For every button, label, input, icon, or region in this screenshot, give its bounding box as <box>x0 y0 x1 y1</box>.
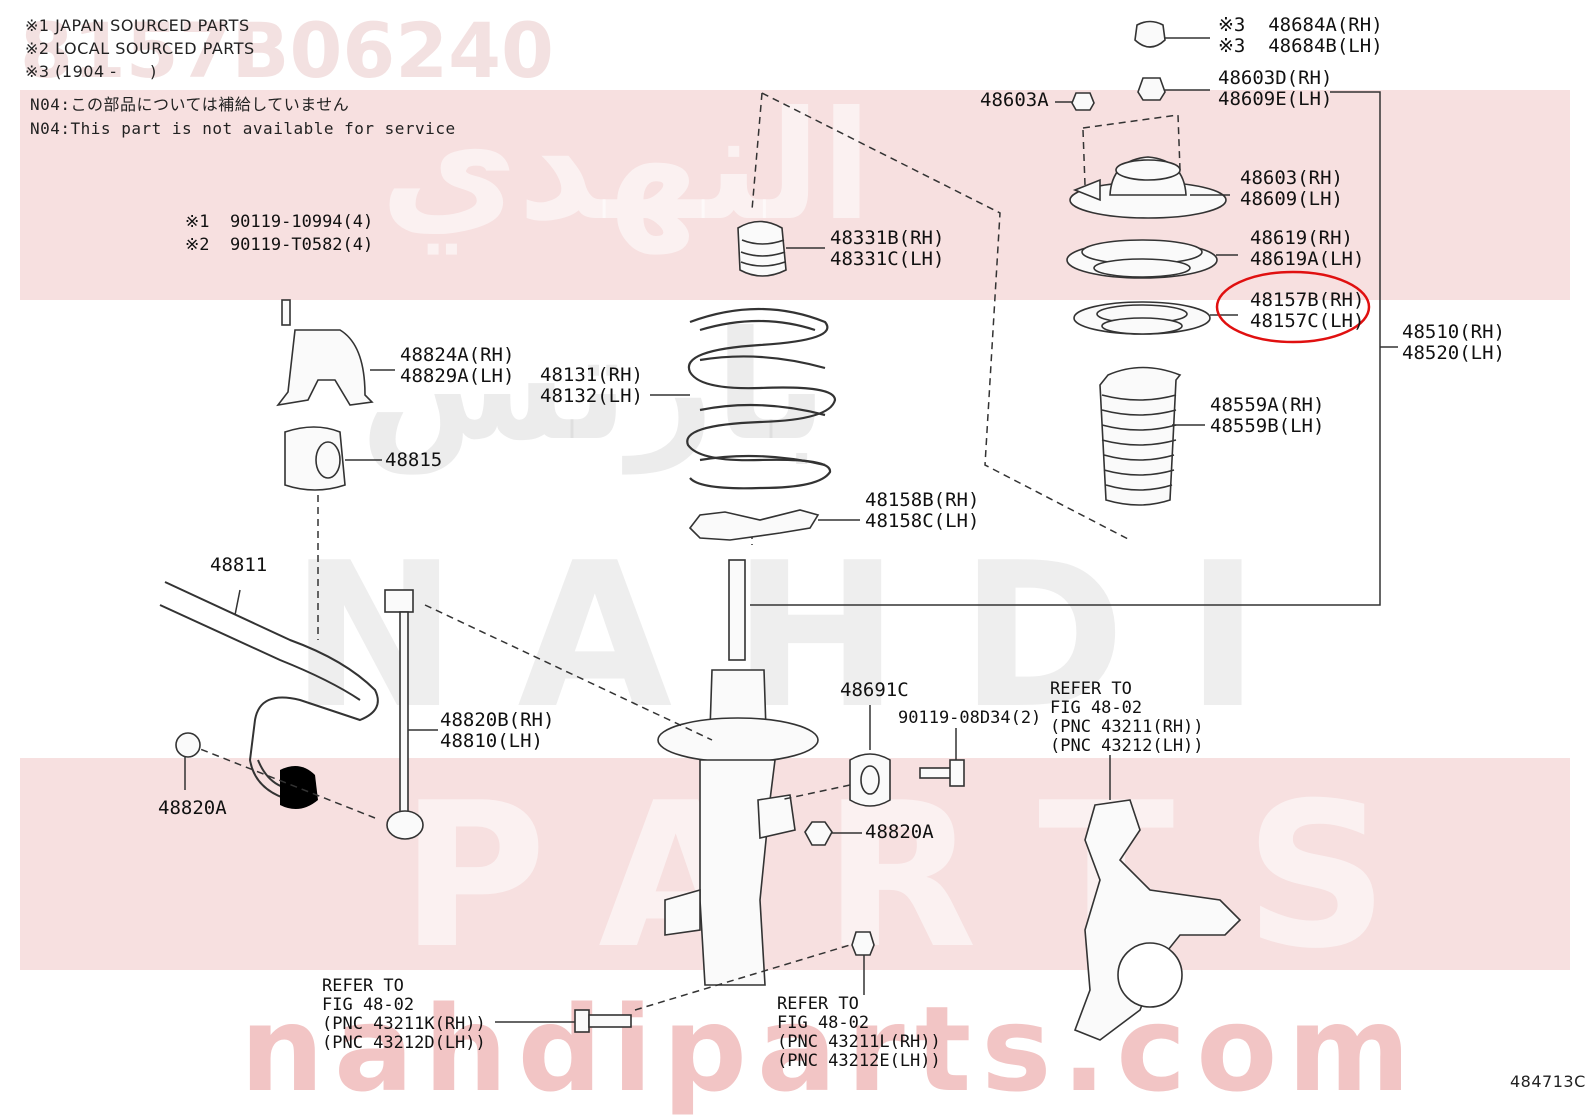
note-not-available-en: N04:This part is not available for servi… <box>30 119 456 138</box>
label-stabilizer-link[interactable]: 48820B(RH) 48810(LH) <box>440 709 555 752</box>
watermark-band-bottom <box>20 758 1570 970</box>
label-refer-nut[interactable]: REFER TO FIG 48-02 (PNC 43211L(RH)) (PNC… <box>777 994 941 1071</box>
dynamic-damper-shape <box>779 705 891 807</box>
highlight-ring <box>1215 270 1371 344</box>
label-bump-stop[interactable]: 48331B(RH) 48331C(LH) <box>830 227 945 270</box>
upper-mount-shape <box>1069 156 1230 219</box>
stabilizer-bracket-shape <box>276 299 395 407</box>
watermark-website: nahdiparts.com <box>240 980 1421 1118</box>
dust-cap-shape <box>1134 20 1210 48</box>
nut-mid-shape <box>804 821 862 846</box>
legend-japan-sourced: ※1 JAPAN SOURCED PARTS <box>25 16 250 35</box>
coil-spring-shape <box>650 307 837 490</box>
watermark-brand-name: NAHDI <box>290 520 1320 753</box>
spring-insulator-shape <box>1073 301 1238 335</box>
label-mount-nut[interactable]: 48603A <box>980 89 1049 111</box>
lower-bolt-shape <box>495 944 851 1033</box>
steering-knuckle-shape <box>1073 755 1242 1041</box>
legend-date-range: ※3 (1904 - ) <box>25 62 157 81</box>
upper-spring-seat-shape <box>1066 239 1238 279</box>
label-bolt-local[interactable]: ※2 90119-T0582(4) <box>185 235 374 255</box>
lower-nut-shape <box>851 931 875 995</box>
label-stabilizer-bar[interactable]: 48811 <box>210 554 268 576</box>
lower-spring-seat-shape <box>688 509 860 541</box>
label-damper-bolt[interactable]: 90119-08D34(2) <box>898 708 1042 728</box>
stabilizer-link-shape <box>189 589 713 840</box>
label-dust-boot[interactable]: 48559A(RH) 48559B(LH) <box>1210 394 1325 437</box>
watermark-part-number: 8157B06240 <box>20 6 554 95</box>
bump-stop-shape <box>737 220 825 277</box>
stabilizer-bushing-shape <box>284 426 382 640</box>
label-upper-mount[interactable]: 48603(RH) 48609(LH) <box>1240 167 1343 210</box>
label-stabilizer-bracket[interactable]: 48824A(RH) 48829A(LH) <box>400 344 515 387</box>
damper-bolt-shape <box>919 728 965 787</box>
label-strut-assembly[interactable]: 48510(RH) 48520(LH) <box>1402 321 1505 364</box>
mount-nut-shape <box>1055 92 1095 111</box>
label-nut-left[interactable]: 48820A <box>158 797 227 819</box>
figure-code: 484713C <box>1510 1072 1586 1091</box>
strut-assembly-bracket <box>750 91 1398 606</box>
label-lower-spring-seat[interactable]: 48158B(RH) 48158C(LH) <box>865 489 980 532</box>
label-refer-knuckle[interactable]: REFER TO FIG 48-02 (PNC 43211(RH)) (PNC … <box>1050 679 1204 756</box>
stabilizer-bar-shape <box>159 581 379 809</box>
label-nut-mid[interactable]: 48820A <box>865 821 934 843</box>
label-coil-spring[interactable]: 48131(RH) 48132(LH) <box>540 364 643 407</box>
dust-boot-shape <box>1099 366 1205 506</box>
label-dynamic-damper[interactable]: 48691C <box>840 679 909 701</box>
label-refer-bolt[interactable]: REFER TO FIG 48-02 (PNC 43211K(RH)) (PNC… <box>322 976 486 1053</box>
strut-shape <box>657 559 819 986</box>
watermark-arabic-parts: بارتس <box>360 300 828 474</box>
label-spring-insulator[interactable]: 48157B(RH) 48157C(LH) <box>1250 289 1365 332</box>
watermark-band-top <box>20 90 1570 300</box>
label-bolt-jp[interactable]: ※1 90119-10994(4) <box>185 212 374 232</box>
nut-left-shape <box>175 732 201 790</box>
top-nut-shape <box>1137 77 1210 101</box>
label-stabilizer-bushing[interactable]: 48815 <box>385 449 443 471</box>
note-not-available-jp: N04:この部品については補給していません <box>30 95 350 114</box>
label-upper-spring-seat[interactable]: 48619(RH) 48619A(LH) <box>1250 227 1365 270</box>
label-dust-cap[interactable]: ※3 48684A(RH) ※3 48684B(LH) <box>1218 14 1383 57</box>
legend-local-sourced: ※2 LOCAL SOURCED PARTS <box>25 39 255 58</box>
label-top-nut[interactable]: 48603D(RH) 48609E(LH) <box>1218 67 1333 110</box>
watermark-brand-parts: PARTS <box>400 760 1459 993</box>
watermark-arabic-brand: النهدي <box>380 80 873 254</box>
